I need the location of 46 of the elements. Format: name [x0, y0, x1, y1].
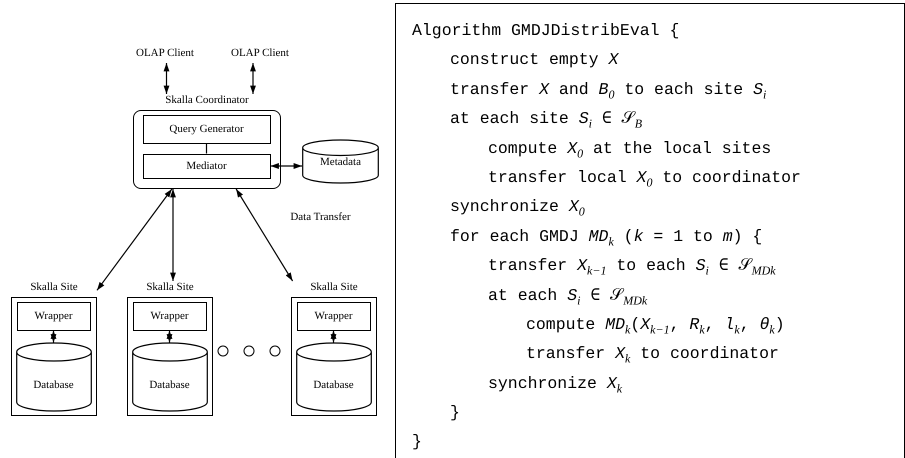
- component-box: Wrapper: [16, 302, 90, 330]
- database-cylinder: [296, 342, 372, 410]
- arrow: [250, 63, 256, 94]
- algorithm-panel: [395, 3, 905, 458]
- code-line: compute MD$_{k}$(X$_{k−1}$, R$_{k}$, l$_{k}$, θ$_{k}$): [525, 314, 786, 338]
- node-text: Database: [149, 378, 190, 390]
- code-line: synchronize X$_{k}$: [487, 372, 624, 397]
- arrow: [166, 330, 172, 342]
- database-cylinder: [16, 342, 92, 410]
- arrow: [96, 188, 172, 291]
- component-box: Wrapper: [132, 302, 206, 330]
- group-title: Skalla Site: [309, 281, 359, 293]
- group-title: Skalla Site: [145, 281, 195, 293]
- component-box: Wrapper: [296, 302, 370, 330]
- arrow: [236, 188, 294, 282]
- arrow: [330, 330, 336, 342]
- arrow: [164, 63, 170, 94]
- component-box: Mediator: [142, 154, 270, 178]
- client-label: OLAP Client: [225, 47, 295, 63]
- code-line: at each S$_{i}$ ∈ 𝒮$_{MDk}$: [487, 284, 648, 309]
- node-text: Database: [33, 378, 74, 390]
- arrow: [50, 330, 56, 342]
- code-line: Algorithm GMDJDistribEval {: [411, 20, 680, 42]
- code-line: construct empty X: [449, 49, 620, 72]
- code-line: compute X$_{0}$ at the local sites: [487, 138, 772, 162]
- node-text: Database: [313, 378, 354, 390]
- database-cylinder: [132, 342, 208, 410]
- arrow: [270, 163, 302, 169]
- code-line: }: [449, 402, 461, 424]
- connector-line: [206, 144, 208, 154]
- node-text: Metadata: [320, 156, 361, 168]
- code-line: transfer X and B$_{0}$ to each site S$_{i}$: [449, 78, 768, 104]
- group-title: Skalla Site: [29, 281, 79, 293]
- component-box: Query Generator: [142, 114, 270, 144]
- group-title: Skalla Coordinator: [164, 94, 250, 106]
- client-label: OLAP Client: [130, 47, 200, 63]
- arrow: [170, 189, 176, 281]
- code-line: transfer local X$_{0}$ to coordinator: [487, 166, 802, 192]
- edge-label: Data Transfer: [288, 211, 353, 223]
- code-line: for each GMDJ MD$_{k}$ (k = 1 to m) {: [449, 226, 764, 250]
- code-line: transfer X$_{k−1}$ to each S$_{i}$ ∈ 𝒮$_{MDk}$: [487, 255, 777, 280]
- database-cylinder: [302, 140, 379, 183]
- code-line: }: [411, 431, 423, 454]
- code-line: synchronize X$_{0}$: [449, 196, 586, 221]
- code-line: at each site S$_{i}$ ∈ 𝒮$_{B}$: [449, 108, 644, 132]
- code-line: transfer X$_{k}$ to coordinator: [525, 343, 780, 368]
